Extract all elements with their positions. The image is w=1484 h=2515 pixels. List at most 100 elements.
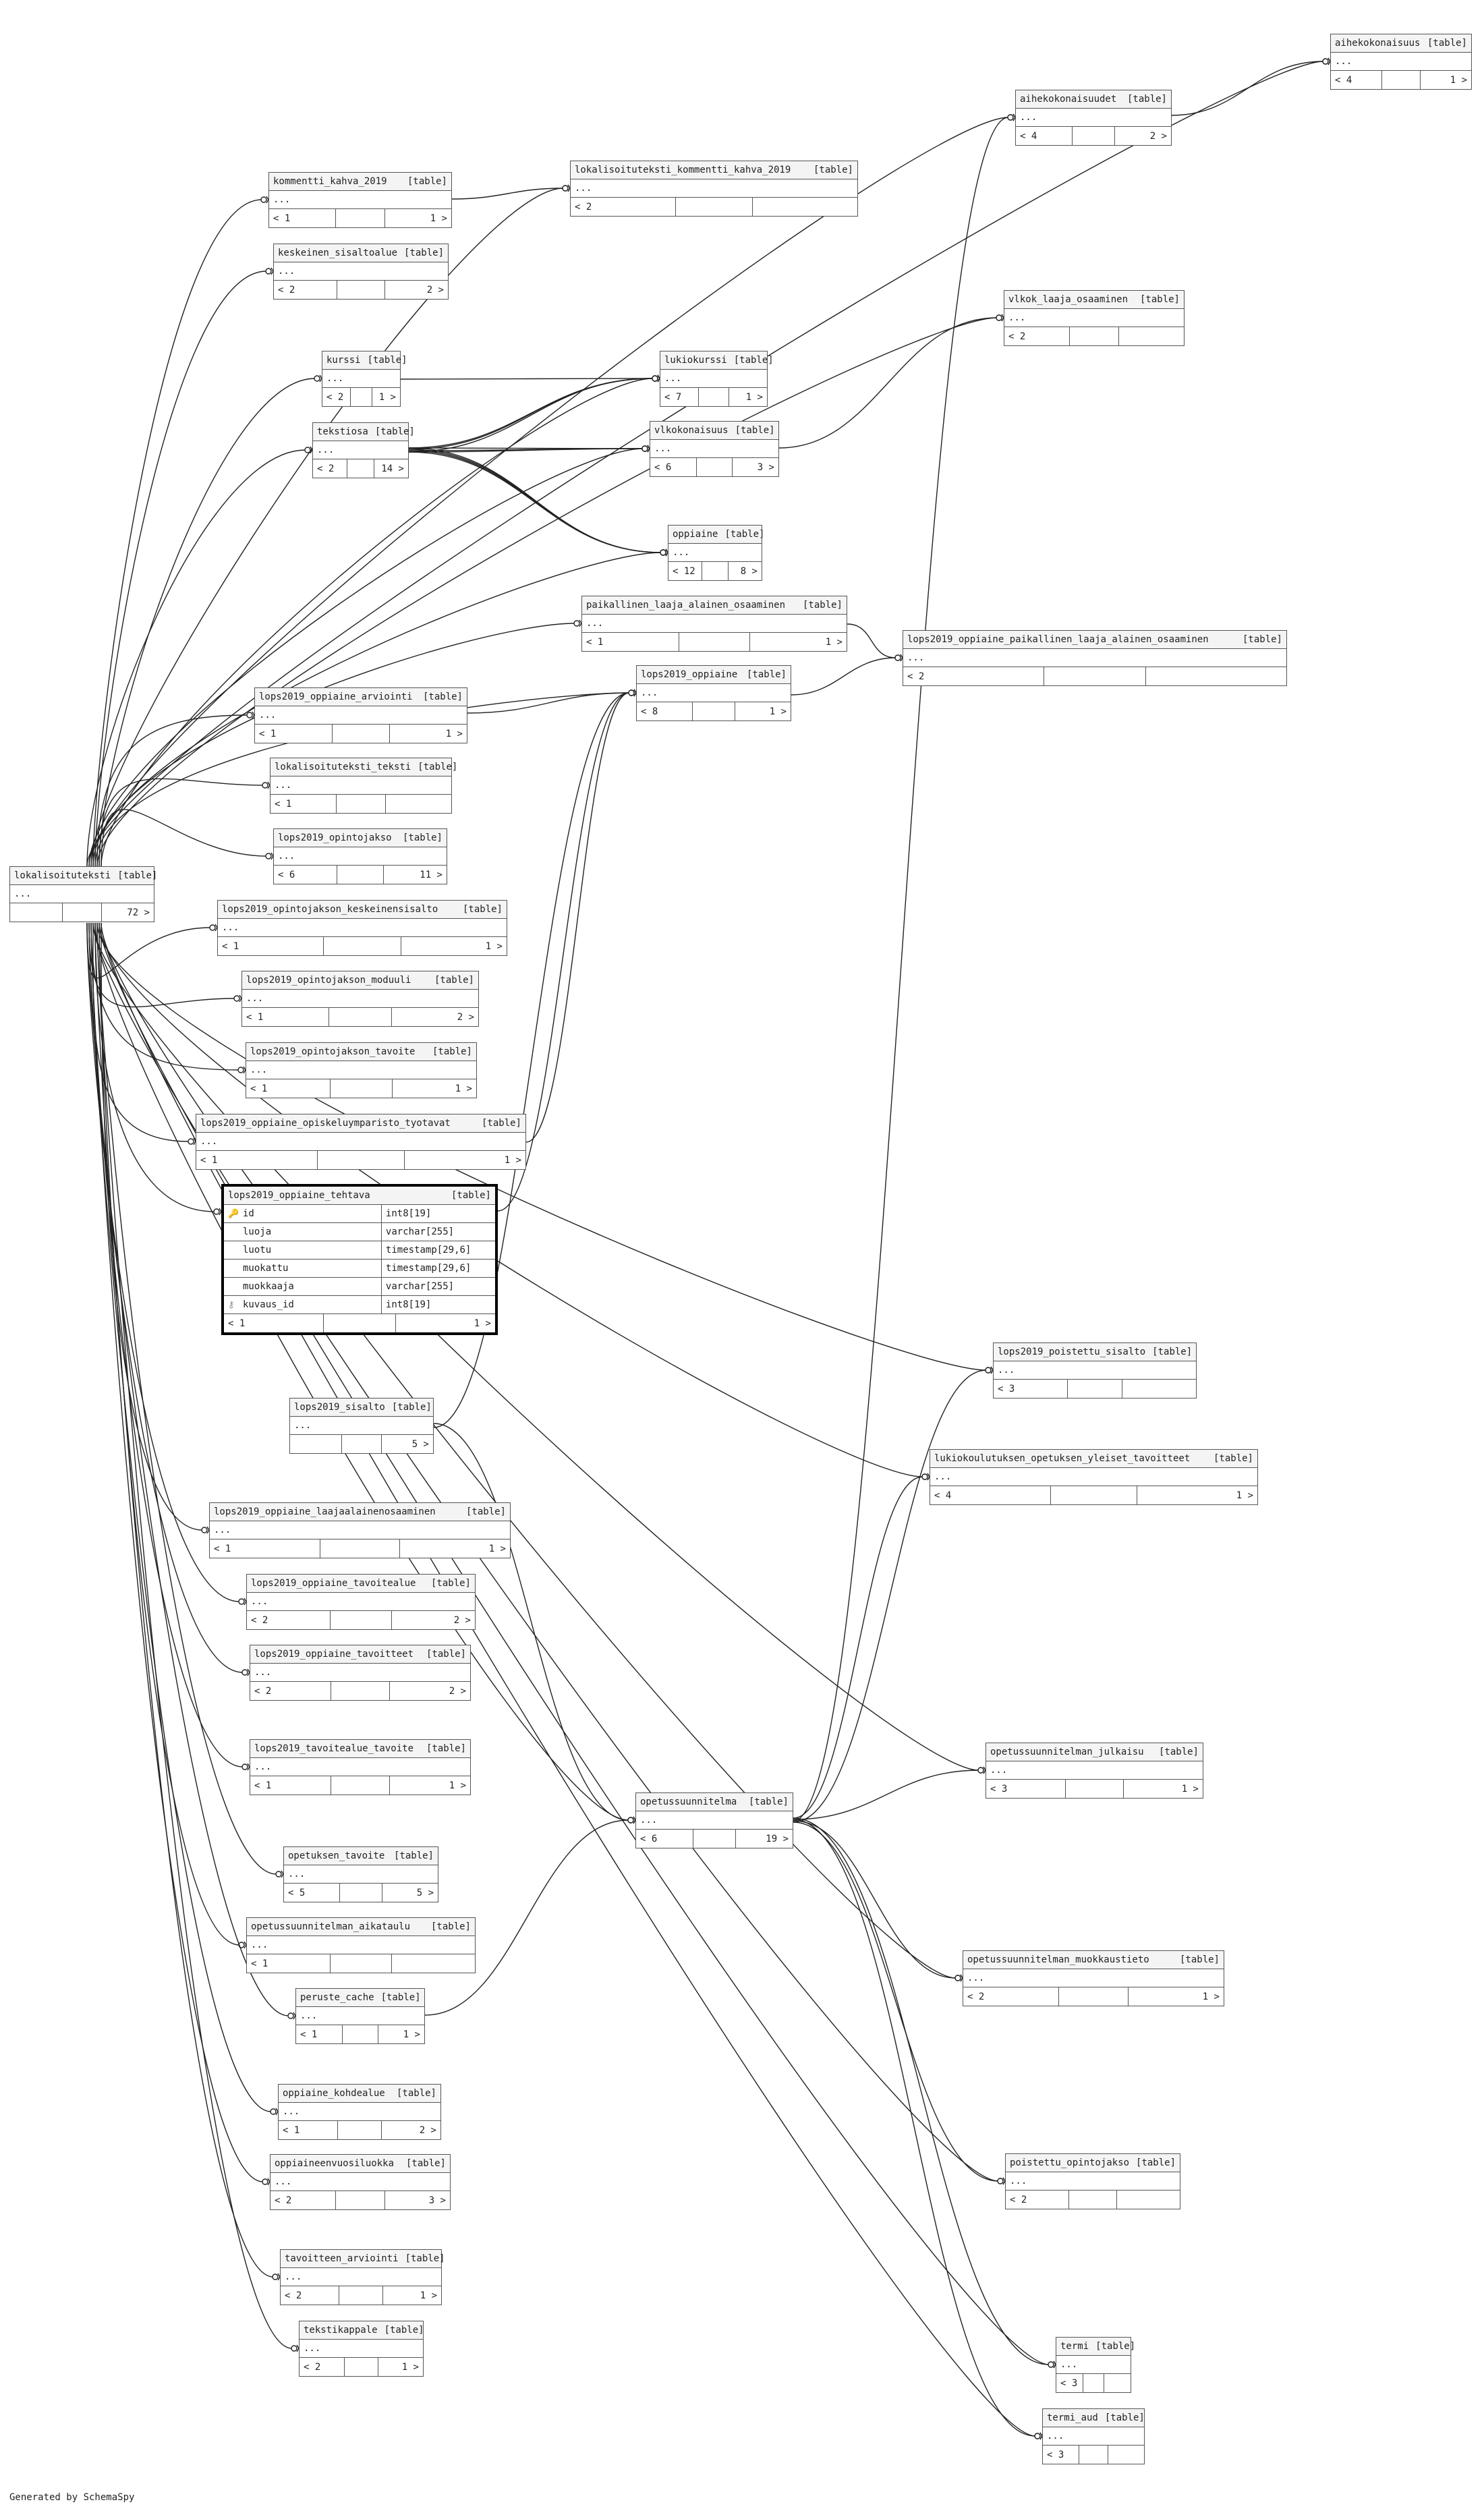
parents-count[interactable]: < 1 [279, 2121, 338, 2139]
children-count[interactable]: 1 > [1236, 1490, 1254, 1501]
table-lops2019-oppiaine-tavoitealue[interactable]: lops2019_oppiaine_tavoitealue[table]...<… [246, 1574, 476, 1630]
children-count[interactable]: 1 > [504, 1154, 522, 1166]
children-count[interactable]: 19 > [766, 1833, 789, 1844]
columns-collapsed[interactable]: ... [903, 649, 1286, 667]
table-lukiokoulutuksen-opetuksen-yleiset-tavoitteet[interactable]: lukiokoulutuksen_opetuksen_yleiset_tavoi… [930, 1449, 1258, 1505]
children-count[interactable] [386, 795, 451, 813]
parents-count[interactable]: < 2 [1004, 327, 1071, 345]
children-count[interactable]: 2 > [1149, 130, 1167, 142]
columns-collapsed[interactable]: ... [1331, 53, 1471, 71]
children-count[interactable]: 72 > [127, 907, 150, 918]
columns-collapsed[interactable]: ... [274, 847, 447, 866]
parents-count[interactable]: < 1 [247, 1954, 331, 1973]
parents-count[interactable]: < 3 [1043, 2446, 1080, 2464]
parents-count[interactable]: < 3 [1056, 2374, 1083, 2392]
children-count[interactable]: 1 > [474, 1318, 491, 1329]
columns-collapsed[interactable]: ... [242, 990, 478, 1008]
table-paikallinen-laaja-alainen-osaaminen[interactable]: paikallinen_laaja_alainen_osaaminen[tabl… [581, 596, 847, 652]
children-count[interactable]: 5 > [411, 1438, 429, 1450]
children-count[interactable]: 1 > [769, 706, 787, 717]
parents-count[interactable]: < 4 [930, 1486, 1051, 1504]
table-poistettu-opintojakso[interactable]: poistettu_opintojakso[table]...< 2 [1005, 2153, 1180, 2209]
children-count[interactable]: 3 > [757, 461, 774, 473]
children-count[interactable]: 1 > [1202, 1991, 1220, 2002]
parents-count[interactable]: < 1 [210, 1539, 320, 1558]
table-lokalisoituteksti[interactable]: lokalisoituteksti[table]...72 > [9, 866, 157, 922]
children-count[interactable]: 1 > [401, 2361, 419, 2373]
columns-collapsed[interactable]: ... [296, 2007, 424, 2025]
children-count[interactable]: 2 > [457, 1011, 475, 1023]
parents-count[interactable]: < 1 [269, 209, 336, 227]
children-count[interactable]: 1 > [488, 1543, 506, 1554]
columns-collapsed[interactable]: ... [210, 1521, 510, 1539]
parents-count[interactable]: < 1 [242, 1008, 329, 1026]
parents-count[interactable]: < 2 [274, 281, 338, 299]
children-count[interactable]: 2 > [426, 284, 444, 295]
parents-count[interactable]: < 1 [255, 725, 333, 743]
parents-count[interactable]: < 1 [296, 2025, 343, 2043]
columns-collapsed[interactable]: ... [246, 1061, 476, 1079]
columns-collapsed[interactable]: ... [571, 179, 857, 198]
table-vlkok-laaja-osaaminen[interactable]: vlkok_laaja_osaaminen[table]...< 2 [1004, 290, 1185, 346]
children-count[interactable]: 1 > [485, 940, 503, 952]
columns-collapsed[interactable]: ... [637, 684, 791, 702]
parents-count[interactable]: < 1 [582, 633, 680, 651]
table-opetussuunnitelman-aikataulu[interactable]: opetussuunnitelman_aikataulu[table]...< … [246, 1917, 476, 1973]
parents-count[interactable]: < 2 [299, 2358, 345, 2376]
children-count[interactable]: 1 > [430, 213, 447, 224]
columns-collapsed[interactable]: ... [270, 776, 451, 795]
children-count[interactable]: 5 > [416, 1887, 434, 1898]
parents-count[interactable] [290, 1435, 343, 1453]
columns-collapsed[interactable]: ... [284, 1865, 438, 1884]
parents-count[interactable]: < 1 [196, 1151, 318, 1169]
table-lokalisoituteksti-kommentti-kahva-2019[interactable]: lokalisoituteksti_kommentti_kahva_2019[t… [570, 161, 858, 217]
table-lops2019-oppiaine-paikallinen-laaja-alainen-osaaminen[interactable]: lops2019_oppiaine_paikallinen_laaja_alai… [903, 630, 1287, 686]
columns-collapsed[interactable]: ... [279, 2103, 440, 2121]
table-termi[interactable]: termi[table]...< 3 [1056, 2337, 1135, 2393]
parents-count[interactable]: < 2 [250, 1682, 331, 1700]
parents-count[interactable]: < 5 [284, 1884, 341, 1902]
parents-count[interactable]: < 4 [1331, 71, 1382, 89]
table-opetussuunnitelman-julkaisu[interactable]: opetussuunnitelman_julkaisu[table]...< 3… [986, 1743, 1203, 1799]
columns-collapsed[interactable]: ... [660, 370, 767, 388]
columns-collapsed[interactable]: ... [290, 1417, 433, 1435]
table-lops2019-opintojakson-tavoite[interactable]: lops2019_opintojakson_tavoite[table]...<… [246, 1042, 477, 1098]
parents-count[interactable]: < 7 [660, 388, 700, 406]
children-count[interactable]: 1 > [745, 391, 763, 403]
parents-count[interactable]: < 4 [1016, 127, 1073, 145]
columns-collapsed[interactable]: ... [1004, 309, 1184, 327]
parents-count[interactable]: < 2 [247, 1611, 331, 1629]
children-count[interactable]: 1 > [825, 636, 843, 648]
columns-collapsed[interactable]: ... [269, 191, 451, 209]
columns-collapsed[interactable]: ... [247, 1936, 475, 1954]
parents-count[interactable] [10, 903, 63, 922]
parents-count[interactable]: < 2 [1006, 2191, 1070, 2209]
parents-count[interactable]: < 12 [668, 562, 703, 580]
table-lops2019-tavoitealue-tavoite[interactable]: lops2019_tavoitealue_tavoite[table]...< … [250, 1739, 471, 1795]
columns-collapsed[interactable]: ... [668, 544, 762, 562]
table-lops2019-opintojakson-moduuli[interactable]: lops2019_opintojakson_moduuli[table]...<… [241, 971, 479, 1027]
children-count[interactable]: 1 > [420, 2290, 438, 2301]
columns-collapsed[interactable]: ... [247, 1593, 475, 1611]
parents-count[interactable]: < 6 [650, 458, 697, 476]
table-lops2019-poistettu-sisalto[interactable]: lops2019_poistettu_sisalto[table]...< 3 [993, 1343, 1197, 1398]
columns-collapsed[interactable]: ... [255, 706, 467, 725]
parents-count[interactable]: < 2 [270, 2191, 337, 2209]
children-count[interactable]: 1 > [403, 2029, 420, 2040]
